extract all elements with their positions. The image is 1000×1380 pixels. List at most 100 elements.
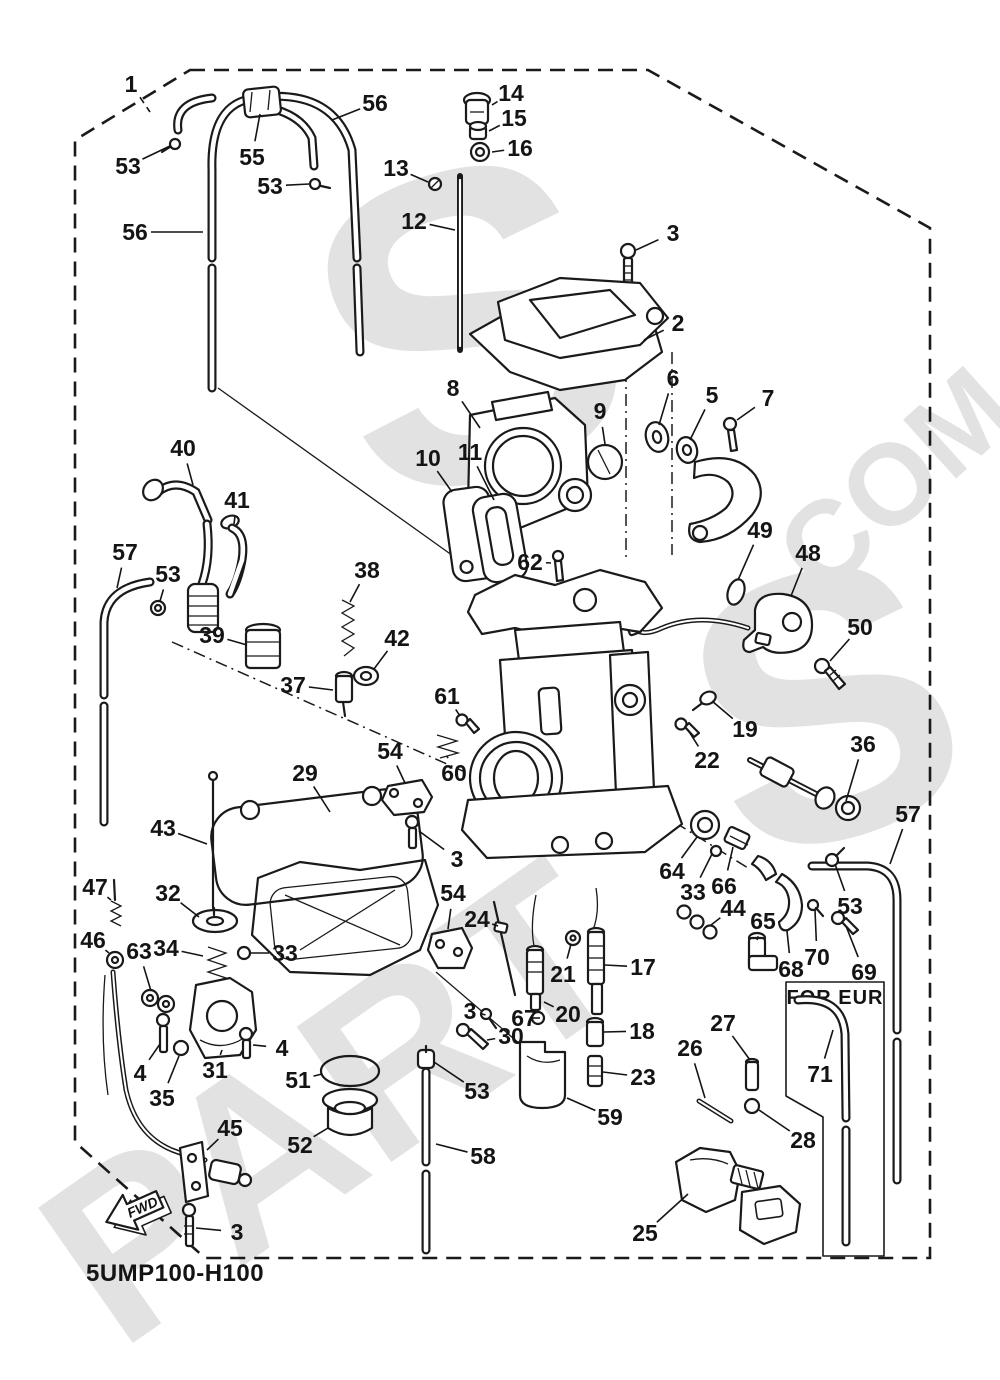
vent-fitting-14 (462, 91, 492, 126)
plate-54-top (380, 778, 434, 817)
callout-12: 12 (401, 208, 456, 234)
callout-53: 53 (155, 561, 181, 602)
callout-61: 61 (434, 683, 461, 717)
needle-27 (744, 1057, 760, 1092)
fitting-40 (142, 478, 220, 634)
callout-3: 3 (418, 830, 464, 872)
svg-text:17: 17 (630, 954, 656, 980)
callout-47: 47 (82, 874, 112, 901)
svg-text:65: 65 (750, 908, 776, 934)
callout-38: 38 (349, 557, 380, 603)
svg-text:40: 40 (170, 435, 196, 461)
svg-text:3: 3 (464, 998, 477, 1024)
screw-3-bottom (181, 1202, 197, 1248)
callout-40: 40 (170, 435, 196, 486)
callout-16: 16 (491, 135, 533, 161)
callout-43: 43 (150, 815, 208, 845)
callout-36: 36 (845, 731, 876, 802)
svg-text:3: 3 (667, 220, 680, 246)
callout-25: 25 (632, 1193, 689, 1246)
callout-35: 35 (149, 1055, 180, 1111)
callout-48: 48 (790, 540, 821, 597)
svg-text:24: 24 (464, 906, 490, 932)
svg-text:59: 59 (597, 1104, 623, 1130)
callout-33: 33 (680, 853, 713, 905)
svg-text:9: 9 (594, 398, 607, 424)
callout-26: 26 (677, 1035, 706, 1099)
callout-10: 10 (415, 445, 453, 493)
callout-3: 3 (635, 220, 680, 251)
clip-53-b (308, 177, 332, 191)
callout-41: 41 (224, 487, 250, 525)
svg-text:39: 39 (199, 622, 225, 648)
svg-text:53: 53 (115, 153, 141, 179)
screw-3-bowl (404, 814, 420, 850)
cable-bracket-48 (742, 592, 814, 654)
svg-text:34: 34 (153, 935, 179, 961)
svg-text:57: 57 (112, 539, 138, 565)
oring-49 (726, 578, 746, 606)
callout-3: 3 (464, 998, 486, 1024)
pin-26 (696, 1098, 734, 1124)
svg-text:29: 29 (292, 760, 318, 786)
callout-7: 7 (736, 385, 774, 421)
svg-text:51: 51 (285, 1067, 311, 1093)
callout-50: 50 (829, 614, 873, 662)
screw-13 (427, 176, 443, 192)
svg-text:64: 64 (659, 858, 685, 884)
svg-text:21: 21 (550, 961, 576, 987)
svg-text:15: 15 (501, 105, 527, 131)
callout-44: 44 (710, 895, 746, 926)
plug-52 (321, 1087, 379, 1137)
cup-59 (518, 1040, 567, 1110)
jet-20 (525, 944, 545, 1012)
callout-54: 54 (377, 738, 406, 784)
ball-33-right (709, 844, 723, 858)
washer-32 (191, 906, 239, 934)
screw-7 (722, 416, 739, 453)
nut-15 (468, 120, 488, 141)
assembly-border (73, 68, 932, 1260)
washer-5 (675, 436, 699, 464)
screw-70 (806, 898, 825, 918)
svg-text:6: 6 (667, 365, 680, 391)
svg-text:18: 18 (629, 1018, 655, 1044)
screw-3-mid (479, 1007, 498, 1030)
callout-19: 19 (711, 700, 758, 742)
svg-text:5: 5 (706, 382, 719, 408)
svg-text:33: 33 (272, 940, 298, 966)
callout-22: 22 (687, 729, 720, 773)
svg-text:42: 42 (384, 625, 410, 651)
svg-text:37: 37 (280, 672, 306, 698)
jet-18 (585, 1016, 605, 1048)
float-bowl (250, 858, 440, 977)
callout-14: 14 (491, 80, 524, 106)
svg-text:43: 43 (150, 815, 176, 841)
callout-33: 33 (250, 940, 298, 966)
clamp-53-mid (416, 1044, 436, 1070)
callout-64: 64 (659, 836, 698, 884)
svg-text:23: 23 (630, 1064, 656, 1090)
callout-67: 67 (511, 1005, 540, 1031)
hose-56-left (173, 93, 261, 393)
lever-68 (750, 854, 804, 932)
svg-text:4: 4 (276, 1035, 289, 1061)
callout-53: 53 (115, 145, 171, 179)
holder-23 (586, 1054, 604, 1088)
svg-text:69: 69 (851, 959, 877, 985)
svg-text:55: 55 (239, 144, 265, 170)
cable-end-46 (105, 950, 125, 970)
callout-8: 8 (447, 375, 481, 429)
svg-text:71: 71 (807, 1061, 833, 1087)
needle-24 (492, 900, 517, 997)
svg-text:35: 35 (149, 1085, 175, 1111)
svg-text:48: 48 (795, 540, 821, 566)
oring-28 (743, 1097, 761, 1115)
svg-text:53: 53 (155, 561, 181, 587)
svg-text:16: 16 (507, 135, 533, 161)
jet-17 (586, 926, 606, 1016)
svg-text:28: 28 (790, 1127, 816, 1153)
svg-text:3: 3 (451, 846, 464, 872)
svg-text:50: 50 (847, 614, 873, 640)
svg-text:8: 8 (447, 375, 460, 401)
